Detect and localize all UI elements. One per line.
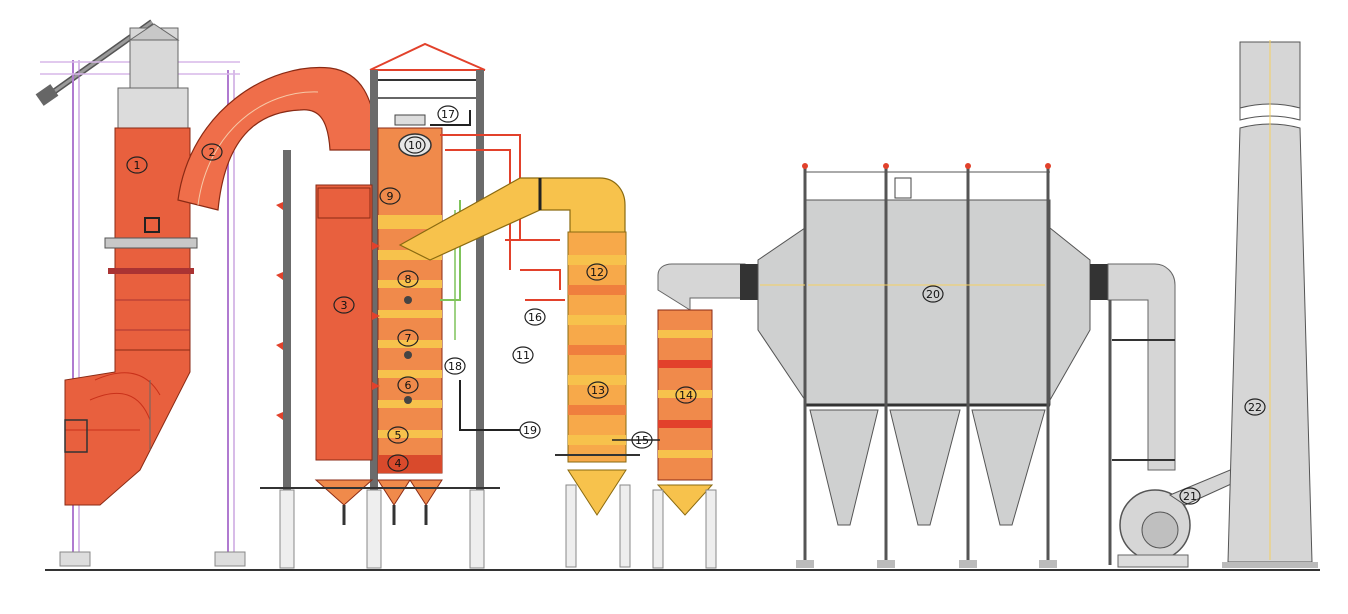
label-circle-22: [1244, 398, 1266, 416]
component-14-air-preheater: [612, 263, 746, 569]
component-label-3: 3: [341, 299, 348, 312]
component-label-21: 21: [1183, 490, 1197, 503]
label-circle-14: [675, 386, 697, 404]
feed-conveyor: [35, 19, 246, 567]
component-label-8: 8: [405, 273, 412, 286]
label-circle-5: [387, 426, 409, 444]
label-circle-7: [397, 329, 419, 347]
component-label-1: 1: [134, 159, 141, 172]
component-20-bag-filter: [740, 163, 1108, 568]
component-label-10: 10: [408, 139, 422, 152]
component-label-18: 18: [448, 360, 462, 373]
label-circle-8: [397, 270, 419, 288]
component-label-15: 15: [635, 434, 649, 447]
component-label-17: 17: [441, 108, 455, 121]
label-circle-20: [922, 285, 944, 303]
label-circle-15: [631, 431, 653, 449]
component-21-fan: [1107, 263, 1241, 568]
component-1-furnace: [64, 23, 198, 506]
component-label-13: 13: [591, 384, 605, 397]
component-label-14: 14: [679, 389, 693, 402]
label-circle-21: [1179, 487, 1201, 505]
component-label-16: 16: [528, 311, 542, 324]
label-circle-17: [437, 105, 459, 123]
label-circle-19: [519, 421, 541, 439]
component-label-5: 5: [395, 429, 402, 442]
component-label-12: 12: [590, 266, 604, 279]
component-label-7: 7: [405, 332, 412, 345]
label-circle-11: [512, 346, 534, 364]
label-circle-16: [524, 308, 546, 326]
label-circle-18: [444, 357, 466, 375]
label-circle-10: [404, 136, 426, 154]
label-circle-2: [201, 143, 223, 161]
component-label-11: 11: [516, 349, 530, 362]
label-circle-13: [587, 381, 609, 399]
component-label-22: 22: [1248, 401, 1262, 414]
label-circle-6: [397, 376, 419, 394]
component-label-20: 20: [926, 288, 940, 301]
economizer-section: [398, 177, 640, 568]
component-label-2: 2: [209, 146, 216, 159]
component-label-6: 6: [405, 379, 412, 392]
component-label-19: 19: [523, 424, 537, 437]
label-circle-3: [333, 296, 355, 314]
component-22-chimney: [1222, 40, 1318, 568]
label-circle-4: [387, 454, 409, 472]
component-label-9: 9: [387, 190, 394, 203]
label-circle-12: [586, 263, 608, 281]
label-circle-9: [379, 187, 401, 205]
label-circle-1: [126, 156, 148, 174]
component-label-4: 4: [395, 457, 402, 470]
boiler-structure: [260, 42, 521, 569]
